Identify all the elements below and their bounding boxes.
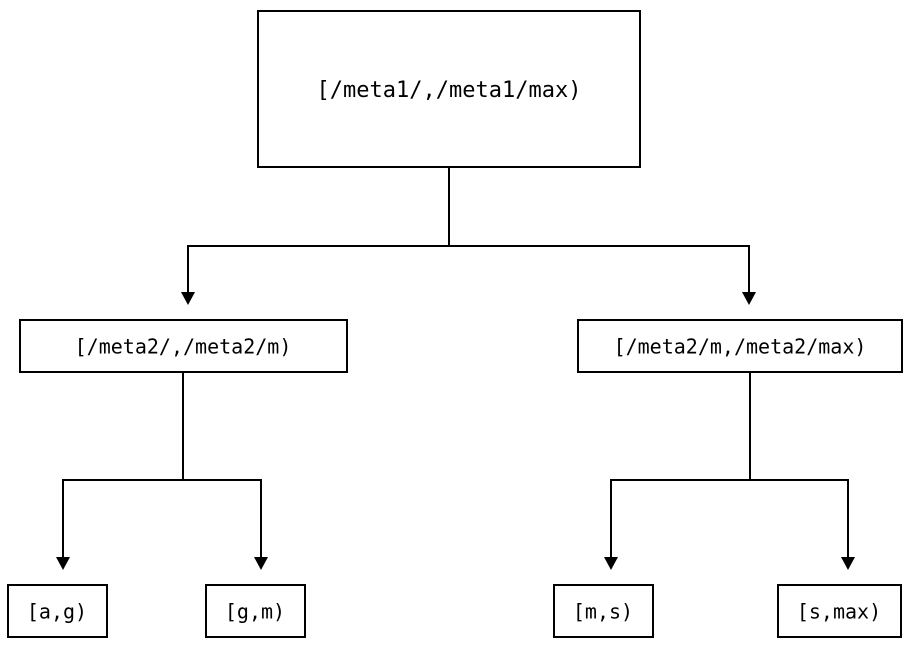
edge-line [609, 372, 752, 558]
arrowhead-icon [56, 557, 70, 570]
edge-mid-left-to-leaf-ag [56, 372, 185, 570]
edge-mid-right-to-leaf-ms [604, 372, 752, 570]
edge-mid-left-to-leaf-gm [181, 372, 268, 570]
node-label: [/meta1/,/meta1/max) [317, 78, 582, 103]
tree-node-leaf-s-max[interactable]: [s,max) [776, 583, 903, 639]
edge-mid-right-to-leaf-smax [748, 372, 855, 570]
edge-line [748, 372, 850, 558]
node-label: [/meta2/,/meta2/m) [75, 335, 292, 359]
node-label: [s,max) [797, 600, 881, 624]
edge-root-to-mid-right [447, 167, 756, 305]
tree-node-leaf-g-m[interactable]: [g,m) [204, 583, 307, 639]
arrowhead-icon [181, 292, 195, 305]
node-box[interactable] [204, 583, 307, 639]
node-box[interactable] [552, 583, 655, 639]
arrowhead-icon [604, 557, 618, 570]
arrowhead-icon [841, 557, 855, 570]
node-label: [a,g) [27, 600, 87, 624]
arrowhead-icon [254, 557, 268, 570]
tree-node-leaf-m-s[interactable]: [m,s) [552, 583, 655, 639]
tree-node-root[interactable]: [/meta1/,/meta1/max) [256, 9, 642, 169]
node-box[interactable] [256, 9, 642, 169]
edge-root-to-mid-left [181, 167, 451, 305]
node-box[interactable] [776, 583, 903, 639]
edge-line [186, 167, 451, 293]
edge-line [181, 372, 263, 558]
node-label: [g,m) [225, 600, 285, 624]
tree-node-leaf-a-g[interactable]: [a,g) [6, 583, 109, 639]
tree-node-mid-right[interactable]: [/meta2/m,/meta2/max) [576, 318, 904, 374]
node-label: [m,s) [573, 600, 633, 624]
node-label: [/meta2/m,/meta2/max) [614, 335, 867, 359]
edge-line [61, 372, 185, 558]
node-box[interactable] [576, 318, 904, 374]
node-box[interactable] [6, 583, 109, 639]
arrowhead-icon [742, 292, 756, 305]
tree-node-mid-left[interactable]: [/meta2/,/meta2/m) [18, 318, 349, 374]
node-box[interactable] [18, 318, 349, 374]
edge-line [447, 167, 751, 293]
